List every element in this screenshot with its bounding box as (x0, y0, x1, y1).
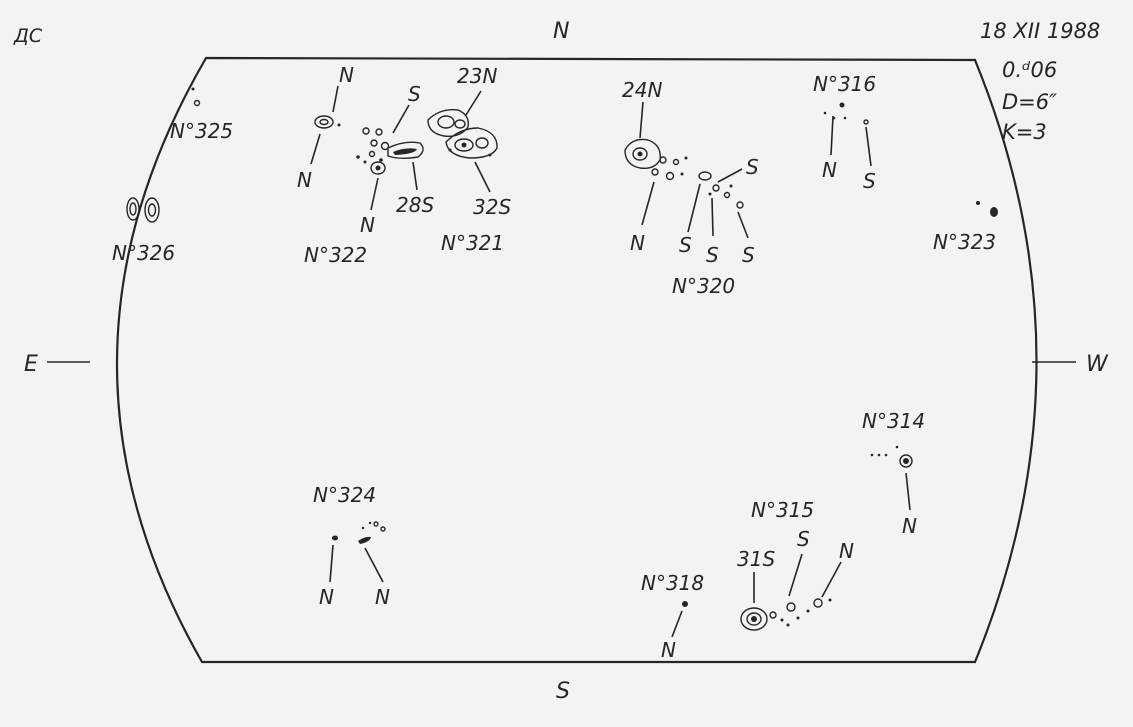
group-318: N N°318 (641, 571, 704, 662)
group-320: N S S S S 24N N°320 (622, 78, 759, 298)
group-324-label: N°324 (313, 483, 376, 507)
group-315-pole-n: N (839, 539, 854, 563)
group-315: 31S S N N°315 (737, 498, 854, 631)
group-320-latitude: 24N (622, 78, 662, 102)
group-315-latitude: 31S (737, 547, 775, 571)
group-320-pole-s-4: S (746, 155, 759, 179)
group-316-pole-s: S (863, 169, 876, 193)
group-325: N°325 (170, 87, 233, 143)
group-322-latitude: 28S (396, 193, 434, 217)
group-322: N N N S 28S N°322 (297, 63, 434, 267)
group-314-label: N°314 (862, 409, 925, 433)
group-325-label: N°325 (170, 119, 233, 143)
group-323: N°323 (933, 201, 998, 254)
group-320-pole-n: N (630, 231, 645, 255)
group-316-label: N°316 (813, 72, 876, 96)
group-324: N N N°324 (313, 483, 390, 609)
south-label: S (556, 679, 570, 704)
group-320-pole-s-3: S (742, 243, 755, 267)
north-label: N (553, 19, 569, 44)
group-316: N S N°316 (813, 72, 876, 193)
observatory-mark: ДС (13, 25, 43, 47)
disk-diameter: D=6″ (1002, 90, 1057, 114)
group-314-pole-n: N (902, 514, 917, 538)
group-322-label: N°322 (304, 243, 367, 267)
seeing-quality: K=3 (1002, 120, 1047, 144)
group-321-label: N°321 (441, 231, 504, 255)
group-324-pole-n-left: N (319, 585, 334, 609)
group-326-label: N°326 (112, 241, 175, 265)
group-320-pole-s-2: S (706, 243, 719, 267)
group-318-label: N°318 (641, 571, 704, 595)
east-label: E (24, 352, 38, 377)
group-316-pole-n: N (822, 158, 837, 182)
observation-time: 0.ᵈ06 (1002, 58, 1057, 82)
group-318-pole-n: N (661, 638, 676, 662)
group-322-pole-n-bottom: N (360, 213, 375, 237)
west-label: W (1086, 352, 1109, 377)
group-314: N N°314 (862, 409, 925, 538)
group-324-pole-n-right: N (375, 585, 390, 609)
group-326: N°326 (112, 197, 175, 265)
group-321-latitude-s: 32S (473, 195, 511, 219)
group-321-latitude-n: 23N (457, 64, 497, 88)
group-315-label: N°315 (751, 498, 814, 522)
observation-date: 18 XII 1988 (980, 19, 1100, 43)
group-320-label: N°320 (672, 274, 735, 298)
group-322-pole-n-top: N (339, 63, 354, 87)
group-320-pole-s-1: S (679, 233, 692, 257)
group-321: 23N 32S N°321 (427, 64, 511, 255)
group-322-pole-n-left: N (297, 168, 312, 192)
solar-disk-outline (115, 56, 1038, 664)
group-323-label: N°323 (933, 230, 996, 254)
group-322-pole-s: S (408, 82, 421, 106)
group-315-pole-s: S (797, 527, 810, 551)
